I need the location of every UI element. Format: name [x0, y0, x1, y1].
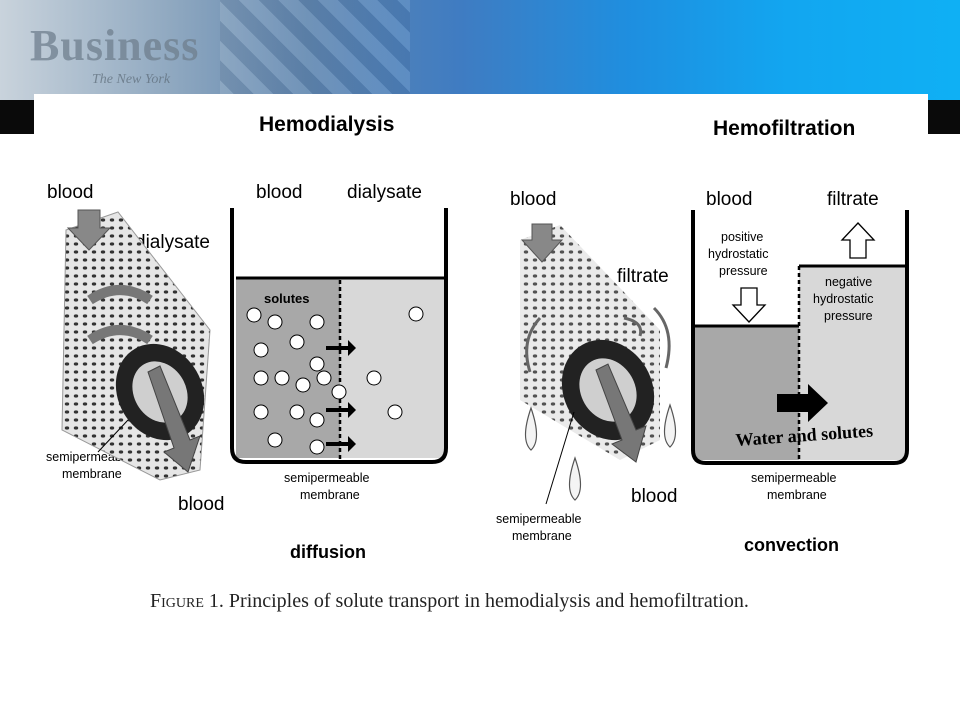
banner-corner-left	[0, 100, 34, 134]
hd-beaker	[230, 208, 448, 464]
hf-fiber-membrane-label-2: membrane	[512, 529, 572, 543]
hd-fiber-membrane-label-2: membrane	[62, 467, 122, 481]
hd-beaker-membrane-label-2: membrane	[300, 488, 360, 502]
hf-fiber-blood-out-label: blood	[631, 486, 678, 507]
hf-fiber-membrane-label-1: semipermeable	[496, 512, 582, 526]
hf-blood-out-arrow-icon	[595, 363, 647, 463]
hd-fiber-dialysate-label: dialysate	[135, 232, 210, 253]
hf-positive-pressure-label-2: hydrostatic	[708, 247, 768, 261]
figure-caption: Figure 1. Principles of solute transport…	[150, 590, 749, 613]
hf-beaker-filtrate-label: filtrate	[827, 189, 879, 210]
keyboard-image	[220, 0, 410, 100]
hf-membrane-leader-line	[545, 411, 575, 505]
hf-blood-in-arrow-icon	[520, 223, 564, 263]
hf-negative-pressure-label-3: pressure	[824, 309, 873, 323]
figure-caption-text: Principles of solute transport in hemodi…	[223, 590, 749, 612]
hd-membrane-leader-line	[97, 419, 129, 453]
hf-mechanism-label: convection	[744, 535, 839, 555]
hd-beaker-membrane-label-1: semipermeable	[284, 471, 370, 485]
hf-fiber-blood-in-label: blood	[510, 189, 557, 210]
hd-fiber-blood-in-label: blood	[47, 182, 94, 203]
hf-convection-arrow-icon	[777, 384, 828, 422]
hd-solutes-label: solutes	[264, 291, 310, 306]
hf-positive-pressure-label-3: pressure	[719, 264, 768, 278]
hd-solute-particles	[246, 306, 424, 455]
hf-filtrate-curved-arrows-icon	[525, 306, 671, 373]
hd-fiber-blood-out-label: blood	[178, 494, 225, 515]
hemofiltration-title: Hemofiltration	[713, 117, 855, 140]
hd-blood-out-arrow-icon	[147, 365, 201, 473]
hf-filtrate-droplets-icon	[524, 403, 677, 501]
hd-beaker-dialysate-label: dialysate	[347, 182, 422, 203]
hd-blood-in-arrow-icon	[66, 209, 112, 251]
hemodialysis-title: Hemodialysis	[259, 113, 394, 136]
hf-positive-pressure-label-1: positive	[721, 230, 763, 244]
figure-caption-prefix: Figure 1.	[150, 590, 224, 612]
hf-beaker-blood-label: blood	[706, 189, 753, 210]
hf-fiber-filtrate-label: filtrate	[617, 266, 669, 287]
banner-word: Business	[30, 21, 200, 70]
banner-subtitle: The New York	[92, 72, 171, 87]
hf-negative-pressure-label-2: hydrostatic	[813, 292, 873, 306]
hd-mechanism-label: diffusion	[290, 542, 366, 562]
hf-beaker-membrane-label-2: membrane	[767, 488, 827, 502]
hf-negative-pressure-arrow-icon	[840, 222, 876, 259]
hd-beaker-blood-label: blood	[256, 182, 303, 203]
hd-diffusion-arrows-icon	[326, 340, 356, 452]
banner-corner-right	[928, 100, 960, 134]
hf-beaker-membrane-label-1: semipermeable	[751, 471, 837, 485]
hf-negative-pressure-label-1: negative	[825, 275, 872, 289]
hf-beaker	[691, 210, 909, 465]
hf-positive-pressure-arrow-icon	[731, 287, 767, 323]
